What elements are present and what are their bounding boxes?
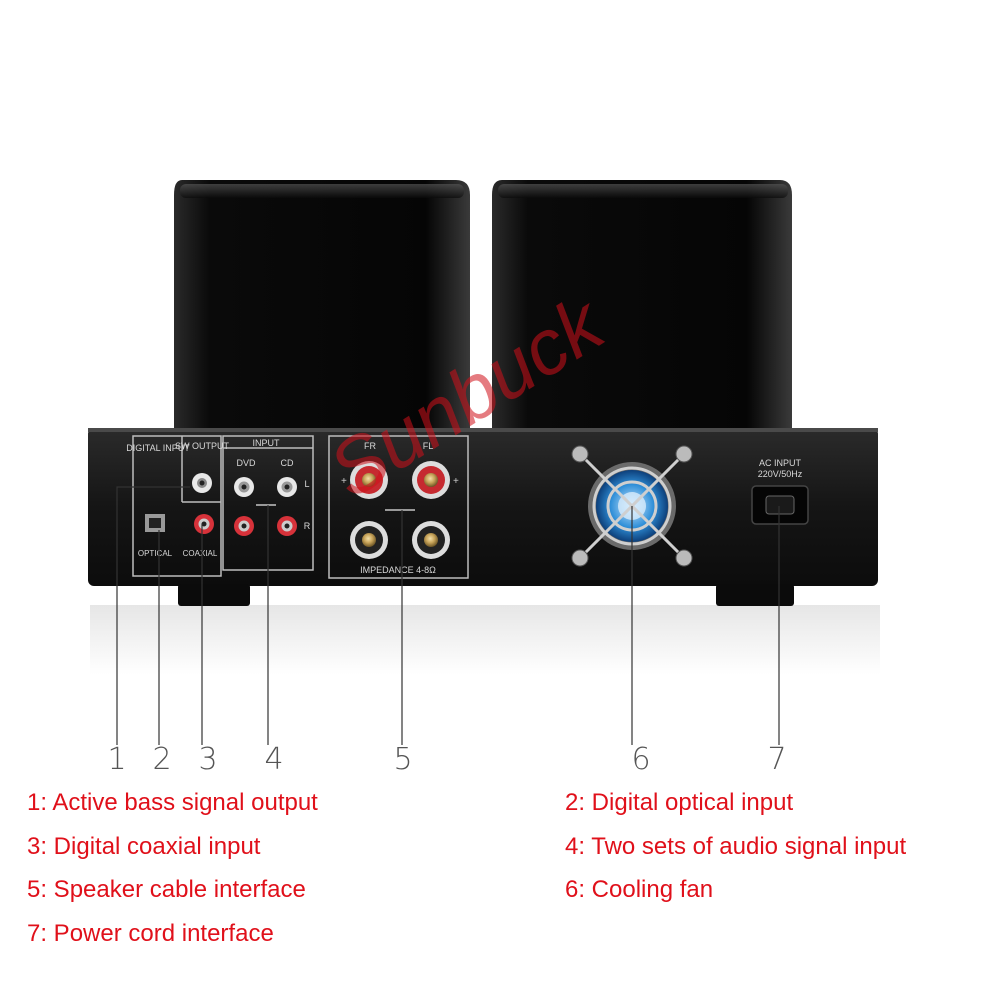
callout-lines — [116, 486, 780, 745]
ac-input-label: AC INPUT — [759, 458, 802, 468]
svg-text:+: + — [453, 476, 459, 487]
coaxial-label: COAXIAL — [183, 549, 218, 558]
rca-dvd-left — [234, 477, 254, 497]
svg-text:+: + — [341, 476, 347, 487]
callout-number-3: 3 — [198, 742, 218, 777]
legend-item-4: 4: Two sets of audio signal input — [565, 833, 907, 860]
transformer-left — [174, 180, 470, 440]
legend-item-3: 3: Digital coaxial input — [27, 833, 261, 860]
speaker-post-fl-minus — [412, 521, 450, 559]
sw-output-label: SW OUTPUT — [175, 441, 229, 451]
speaker-post-fl-plus — [412, 461, 450, 499]
rca-dvd-right — [234, 516, 254, 536]
callout-number-7: 7 — [767, 742, 787, 777]
right-channel-label: R — [304, 521, 311, 531]
fr-label: FR — [364, 441, 376, 451]
rca-cd-right — [277, 516, 297, 536]
dvd-label: DVD — [236, 458, 256, 468]
transformer-right — [492, 180, 792, 440]
chassis — [88, 428, 878, 586]
callout-number-6: 6 — [631, 742, 651, 777]
foot-right — [716, 584, 794, 606]
legend-item-5: 5: Speaker cable interface — [27, 876, 306, 903]
optical-label: OPTICAL — [138, 549, 173, 558]
optical-port — [145, 514, 165, 532]
speaker-panel-box — [328, 435, 469, 579]
legend-item-6: 6: Cooling fan — [565, 876, 714, 903]
ac-inlet — [751, 485, 809, 525]
impedance-label: IMPEDANCE 4-8Ω — [360, 565, 436, 575]
left-channel-label: L — [304, 479, 309, 489]
foot-left — [178, 584, 250, 606]
digital-panel-box — [132, 435, 222, 577]
callout-number-2: 2 — [152, 742, 172, 777]
digital-input-label: DIGITAL INPUT — [126, 443, 190, 453]
ac-spec-label: 220V/50Hz — [758, 469, 803, 479]
legend-item-7: 7: Power cord interface — [27, 920, 274, 947]
speaker-post-fr-minus — [350, 521, 388, 559]
floor-reflection — [90, 605, 880, 675]
cd-label: CD — [281, 458, 294, 468]
input-label: INPUT — [253, 438, 281, 448]
fl-label: FL — [423, 441, 434, 451]
speaker-post-fr-plus — [350, 461, 388, 499]
coaxial-jack — [194, 514, 214, 534]
callout-number-5: 5 — [393, 742, 413, 777]
callout-number-1: 1 — [107, 742, 127, 777]
callout-number-4: 4 — [264, 742, 284, 777]
sw-output-jack — [192, 473, 212, 493]
rca-cd-left — [277, 477, 297, 497]
legend-item-2: 2: Digital optical input — [565, 789, 794, 816]
legend-item-1: 1: Active bass signal output — [27, 789, 318, 816]
